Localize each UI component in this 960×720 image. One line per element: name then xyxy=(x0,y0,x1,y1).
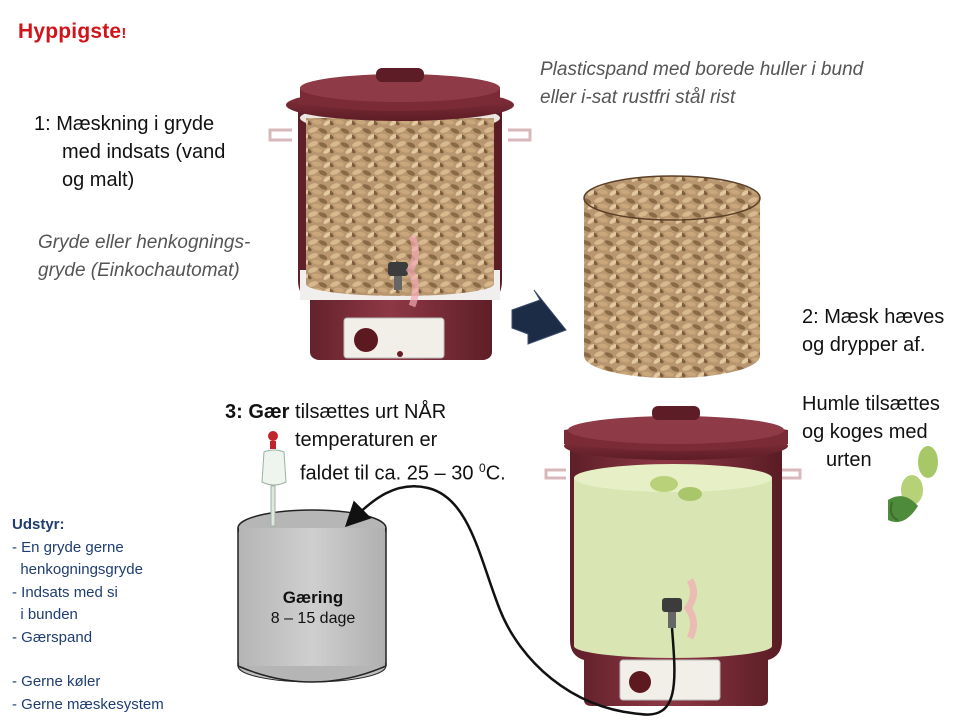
equipment-item: i bunden xyxy=(12,606,78,623)
step2-line-2: og drypper af. xyxy=(802,334,926,356)
hops-note-line-1: Humle tilsættes xyxy=(802,393,940,415)
heading-suffix: ! xyxy=(121,25,127,42)
hops-icon xyxy=(888,446,938,523)
bucket-note-line-2: eller i-sat rustfri stål rist xyxy=(540,87,736,108)
equipment-header: Udstyr: xyxy=(12,516,65,533)
step2-line-1: 2: Mæsk hæves xyxy=(802,306,945,328)
fermenter-title: Gæring xyxy=(282,588,344,607)
step3-label: 3: Gær tilsættes urt NÅR temperaturen er… xyxy=(225,398,555,488)
step3-unit: C. xyxy=(485,462,506,485)
equipment-item: henkogningsgryde xyxy=(12,561,143,578)
step3-line-2: temperaturen er xyxy=(295,429,438,451)
equipment-item: - Gerne køler xyxy=(12,673,101,690)
step1-line-1: 1: Mæskning i gryde xyxy=(34,113,215,135)
pot-note-line-1: Gryde eller henkognings- xyxy=(38,232,251,253)
step3-degree: 0 xyxy=(479,461,486,475)
step2-label: 2: Mæsk hæves og drypper af. xyxy=(802,303,960,359)
hop-cone-icon xyxy=(650,476,702,501)
pot-note: Gryde eller henkognings- gryde (Einkocha… xyxy=(38,229,288,285)
hops-note: Humle tilsættes og koges med urten xyxy=(802,390,960,474)
transfer-arrow xyxy=(511,289,567,345)
hops-note-line-3: urten xyxy=(826,449,872,471)
equipment-item: - Indsats med si xyxy=(12,583,118,601)
bucket-note: Plasticspand med borede huller i bund el… xyxy=(540,56,940,112)
pot-note-line-2: gryde (Einkochautomat) xyxy=(38,260,240,281)
step3-line-1: 3: Gær tilsættes urt NÅR xyxy=(225,398,555,426)
airlock-icon xyxy=(261,431,287,527)
heading-text: Hyppigste xyxy=(18,20,122,43)
equipment-list: Udstyr: - En gryde gerne henkogningsgryd… xyxy=(12,514,212,716)
bucket-note-line-1: Plasticspand med borede huller i bund xyxy=(540,59,864,80)
equipment-item: - Gærspand xyxy=(12,628,93,646)
step3-line-3-text: faldet til ca. 25 – 30 xyxy=(300,462,480,485)
boil-pot xyxy=(544,406,802,706)
equipment-item: - En gryde gerne xyxy=(12,538,124,556)
step1-label: 1: Mæskning i gryde med indsats (vand og… xyxy=(34,110,274,194)
page-heading: Hyppigste! xyxy=(18,20,127,44)
equipment-item: - Gerne mæskesystem xyxy=(12,695,164,713)
wort-hose xyxy=(344,485,676,716)
lifted-mash-cylinder xyxy=(583,175,761,378)
mash-pot xyxy=(268,68,532,360)
step3-rest: tilsættes urt NÅR xyxy=(289,401,447,423)
hops-note-line-2: og koges med xyxy=(802,421,928,443)
step3-bold: 3: Gær xyxy=(225,401,290,423)
step3-line-3: faldet til ca. 25 – 30 0C. xyxy=(225,454,555,488)
fermenter-days: 8 – 15 dage xyxy=(270,610,356,627)
step1-line-3: og malt) xyxy=(62,169,135,191)
step1-line-2: med indsats (vand xyxy=(62,141,226,163)
